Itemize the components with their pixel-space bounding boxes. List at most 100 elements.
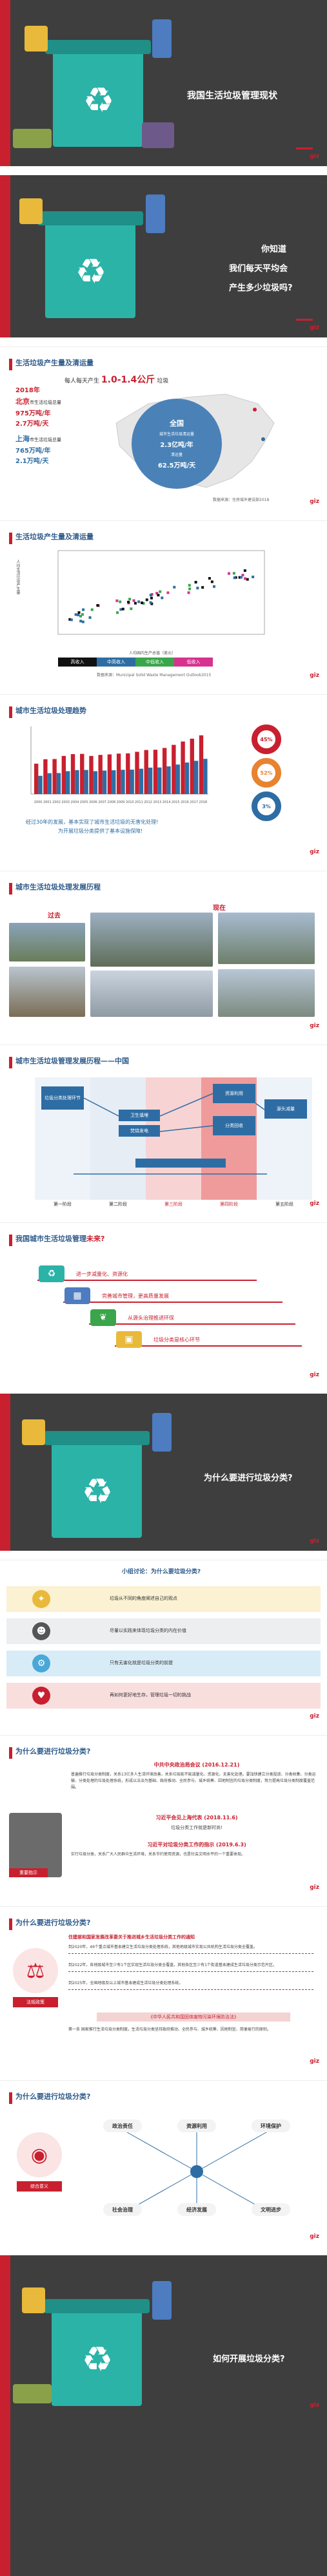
directive-heading-2: 习近平会见上海代表 (2018.11.6) bbox=[155, 1815, 238, 1821]
regulation-text-3: 到2025年，全国地级及以上城市基本建成生活垃圾分类处理系统。 bbox=[68, 1980, 313, 1990]
future-step-1: 进一步减量化、资源化 bbox=[37, 1271, 257, 1281]
scatter-point bbox=[142, 601, 145, 605]
scatter-point bbox=[150, 596, 153, 600]
scatter-point bbox=[187, 591, 190, 594]
bar bbox=[38, 775, 43, 794]
income-scatter-slide: 生活垃圾产生量及清运量 人均生活垃圾产生量 人均国内生产总值（美元） 高收入 中… bbox=[0, 520, 327, 685]
donut-chart: 52% bbox=[252, 758, 281, 788]
recycle-bin-illustration bbox=[45, 222, 135, 318]
bar bbox=[98, 755, 103, 794]
source-note: 数据来源：Municipal Solid Waste Management Ou… bbox=[97, 673, 212, 677]
slide-title: 生活垃圾产生量及清运量 bbox=[15, 359, 94, 367]
slide-title: 城市生活垃圾处理趋势 bbox=[15, 706, 86, 715]
significance-item: 资源利用 bbox=[177, 2119, 216, 2132]
scatter-point bbox=[82, 608, 85, 611]
giz-logo: giz bbox=[310, 1200, 319, 1207]
stage-label: 第三阶段 bbox=[164, 1202, 183, 1207]
idea-icon: ✦ bbox=[32, 1590, 50, 1608]
x-tick-label: 2000 bbox=[34, 800, 43, 804]
stage-label: 第二阶段 bbox=[109, 1202, 127, 1207]
beijing-marker bbox=[253, 408, 257, 412]
national-stats-circle: 全国 城市生活垃圾清运量 2.3亿吨/年 清运量 62.5万吨/天 bbox=[132, 399, 222, 489]
scatter-point bbox=[127, 600, 130, 603]
past-label: 过去 bbox=[48, 913, 61, 920]
future-step-4: 垃圾分类是核心环节 bbox=[115, 1336, 302, 1347]
head-icon: ☻ bbox=[32, 1622, 50, 1640]
scatter-point bbox=[208, 577, 211, 580]
scatter-point bbox=[74, 613, 77, 616]
slide-title: 为什么要进行垃圾分类? bbox=[15, 1747, 91, 1756]
scatter-point bbox=[227, 572, 230, 575]
legend-item: 高收入 bbox=[58, 658, 97, 667]
x-tick-label: 2006 bbox=[89, 800, 97, 804]
scatter-point bbox=[201, 586, 204, 589]
scatter-point bbox=[128, 598, 132, 601]
x-tick-label: 2003 bbox=[61, 800, 70, 804]
recycle-icon: ♻ bbox=[39, 1265, 64, 1282]
legend-item: 中低收入 bbox=[135, 658, 174, 667]
regulation-heading: 住建部和国家发展改革委关于推进城乡生活垃圾分类工作的通知 bbox=[68, 1935, 195, 1940]
significance-badge: 综合意义 bbox=[17, 2181, 62, 2192]
bar bbox=[80, 753, 84, 794]
node-resource: 资源利用 bbox=[213, 1084, 255, 1103]
recycle-icon: ♻ bbox=[81, 1470, 114, 1511]
bar bbox=[157, 767, 162, 794]
modern-landfill-photo bbox=[218, 913, 315, 964]
cover-slide-1: ♻ 我国生活垃圾管理现状 giz bbox=[0, 0, 327, 166]
scatter-xlabel: 人均国内生产总值（美元） bbox=[129, 651, 176, 656]
node-reduction: 源头减量 bbox=[264, 1099, 307, 1119]
beijing-year-value: 975万吨/年 bbox=[15, 410, 51, 417]
incinerator-photo bbox=[90, 971, 213, 1017]
bar bbox=[144, 750, 148, 794]
shanghai-stats: 上海市生活垃圾总量 bbox=[15, 435, 61, 443]
scatter-point bbox=[96, 604, 99, 607]
scatter-point bbox=[68, 618, 72, 621]
node-recycling: 分类回收 bbox=[213, 1116, 255, 1135]
scatter-point bbox=[116, 611, 119, 614]
bar bbox=[126, 753, 130, 794]
directive-badge: 重要指示 bbox=[9, 1868, 48, 1877]
node-landfill: 卫生填埋 bbox=[119, 1110, 160, 1121]
scatter-point bbox=[132, 599, 135, 602]
node-sorting: 垃圾分类处理环节 bbox=[41, 1086, 84, 1110]
beijing-day-value: 2.7万吨/天 bbox=[15, 421, 49, 428]
significance-item: 社会治理 bbox=[103, 2203, 142, 2216]
bar bbox=[43, 759, 48, 794]
bar bbox=[166, 766, 171, 794]
per-capita-line: 每人每天产生 1.0-1.4公斤 垃圾 bbox=[64, 375, 169, 385]
directive-text-2: 垃圾分类工作就是新时尚! bbox=[171, 1825, 223, 1830]
bar bbox=[66, 771, 70, 794]
bar bbox=[102, 770, 107, 794]
x-tick-label: 2001 bbox=[43, 800, 52, 804]
gear-icon: ⚙ bbox=[32, 1654, 50, 1672]
x-tick-label: 2007 bbox=[98, 800, 106, 804]
discussion-row-2: ☻ 尽量以实践来体现垃圾分类的内在价值 bbox=[6, 1618, 321, 1644]
giz-logo: giz bbox=[310, 1884, 319, 1891]
regulation-text-1: 到2020年，46个重点城市基本建立生活垃圾分类处理系统，其他地级城市实现公共机… bbox=[68, 1944, 313, 1954]
scatter-point bbox=[239, 576, 243, 579]
scatter-point bbox=[77, 613, 80, 616]
future-step-2: 完善城市管理，更高质量发展 bbox=[63, 1293, 282, 1303]
giz-logo: giz bbox=[310, 153, 319, 160]
leaf-icon: ❦ bbox=[90, 1309, 116, 1326]
scatter-legend: 高收入 中高收入 中低收入 低收入 bbox=[58, 658, 213, 667]
shanghai-marker bbox=[261, 437, 265, 441]
scatter-point bbox=[119, 608, 123, 611]
scatter-point bbox=[246, 578, 249, 581]
scatter-point bbox=[88, 616, 92, 619]
giz-logo: giz bbox=[310, 1538, 319, 1544]
leader-photo bbox=[9, 1813, 62, 1877]
giz-logo: giz bbox=[310, 2058, 319, 2065]
node-incineration: 焚烧发电 bbox=[119, 1125, 160, 1137]
bar bbox=[84, 770, 88, 794]
scatter-point bbox=[155, 592, 159, 595]
scatter-point bbox=[149, 594, 152, 597]
scatter-chart bbox=[57, 550, 265, 635]
scatter-point bbox=[159, 590, 162, 593]
scatter-point bbox=[244, 577, 247, 580]
dump-site-photo bbox=[90, 913, 213, 967]
treatment-donuts: 45%52%3% bbox=[232, 724, 310, 828]
bar bbox=[190, 739, 194, 794]
scatter-point bbox=[115, 599, 119, 602]
x-tick-label: 2017 bbox=[190, 800, 198, 804]
